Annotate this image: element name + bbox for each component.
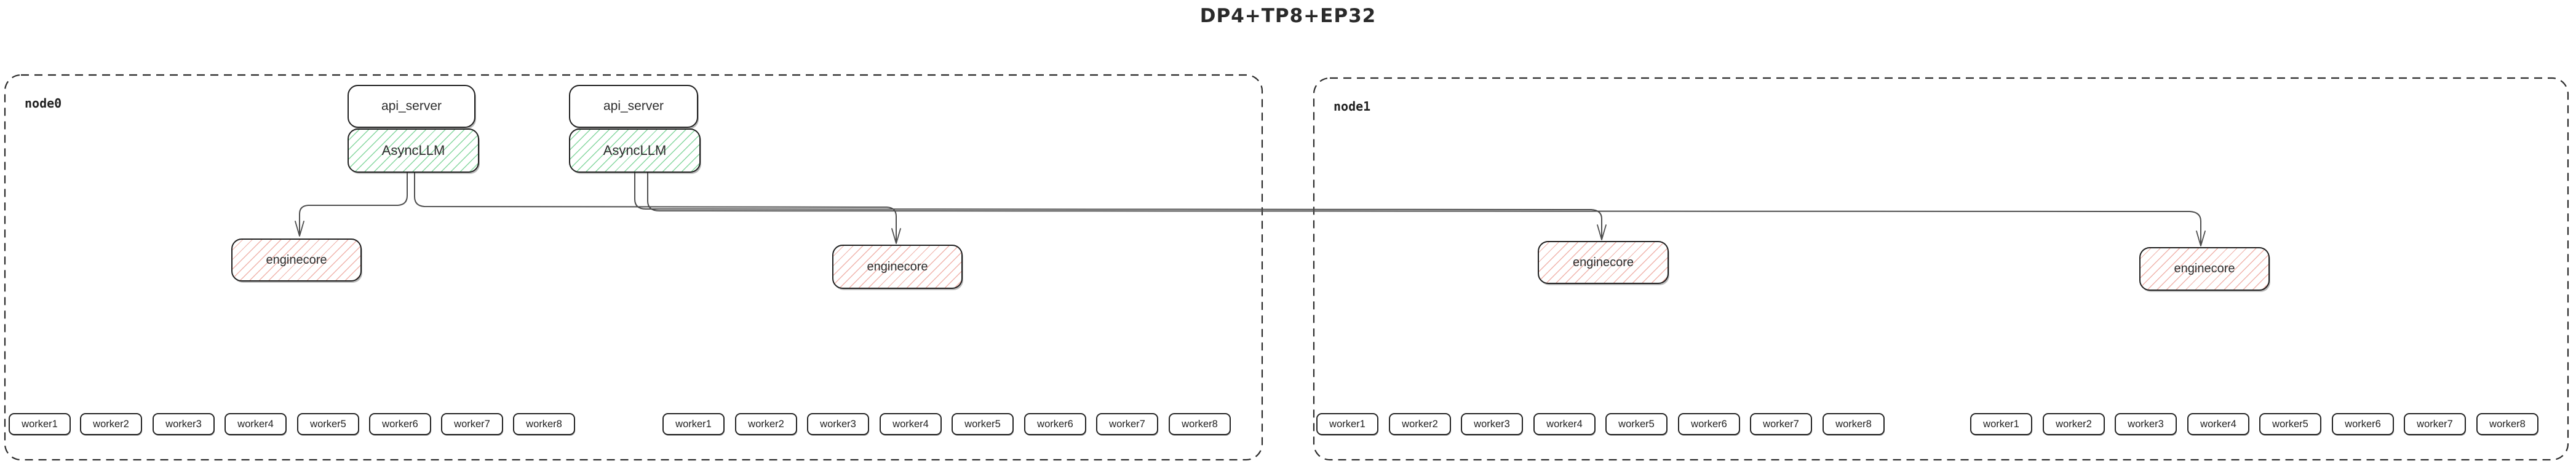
arrowhead-enginecore4 <box>2196 231 2206 246</box>
worker-box: worker6 <box>1678 413 1740 435</box>
worker-box: worker5 <box>2259 413 2321 435</box>
node1-label: node1 <box>1334 99 1371 114</box>
worker-box: worker5 <box>1605 413 1668 435</box>
node1-enginecore-1-box: enginecore <box>1538 241 1669 284</box>
worker-box: worker8 <box>1169 413 1231 435</box>
worker-box: worker6 <box>1024 413 1086 435</box>
diagram-title: DP4+TP8+EP32 <box>1199 5 1377 27</box>
node0-label: node0 <box>25 96 62 111</box>
edge-asyncllm2-enginecore3 <box>634 171 1602 238</box>
worker-box: worker1 <box>1970 413 2032 435</box>
edge-asyncllm1-enginecore1 <box>299 172 408 234</box>
worker-box: worker7 <box>441 413 503 435</box>
worker-box: worker7 <box>1096 413 1158 435</box>
worker-box: worker2 <box>2043 413 2105 435</box>
worker-box: worker2 <box>80 413 142 435</box>
api-server-2-box: api_server <box>569 85 698 128</box>
worker-box: worker4 <box>880 413 942 435</box>
worker-box: worker3 <box>807 413 869 435</box>
node0-enginecore-2-box: enginecore <box>832 245 963 289</box>
worker-box: worker2 <box>735 413 797 435</box>
worker-box: worker6 <box>2332 413 2394 435</box>
arrowhead-enginecore3 <box>1597 224 1607 240</box>
arrowhead-enginecore1 <box>295 221 304 237</box>
node0-boundary <box>4 74 1263 461</box>
worker-box: worker4 <box>2187 413 2249 435</box>
async-llm-2-box: AsyncLLM <box>569 128 701 173</box>
arrowhead-enginecore2 <box>891 228 901 244</box>
worker-box: worker8 <box>2476 413 2538 435</box>
worker-box: worker5 <box>297 413 359 435</box>
worker-box: worker1 <box>9 413 71 435</box>
edge-asyncllm2-enginecore4 <box>647 171 2201 244</box>
worker-box: worker7 <box>2404 413 2466 435</box>
worker-box: worker7 <box>1750 413 1812 435</box>
worker-box: worker3 <box>2115 413 2177 435</box>
worker-box: worker3 <box>153 413 215 435</box>
node1-enginecore-2-box: enginecore <box>2139 247 2270 291</box>
worker-box: worker1 <box>1316 413 1378 435</box>
worker-box: worker3 <box>1461 413 1523 435</box>
node1-group: node1 <box>1314 78 2568 460</box>
worker-box: worker8 <box>1823 413 1885 435</box>
api-server-1-box: api_server <box>348 85 475 128</box>
worker-box: worker5 <box>952 413 1014 435</box>
edge-asyncllm1-enginecore2 <box>414 172 897 242</box>
node0-group: node0 <box>5 75 1262 460</box>
node0-enginecore-1-box: enginecore <box>231 238 362 282</box>
node1-boundary <box>1313 77 2569 461</box>
async-llm-1-box: AsyncLLM <box>348 128 479 173</box>
worker-box: worker4 <box>225 413 287 435</box>
worker-box: worker6 <box>369 413 431 435</box>
worker-box: worker4 <box>1533 413 1596 435</box>
worker-box: worker1 <box>662 413 725 435</box>
worker-box: worker2 <box>1389 413 1451 435</box>
worker-box: worker8 <box>513 413 575 435</box>
